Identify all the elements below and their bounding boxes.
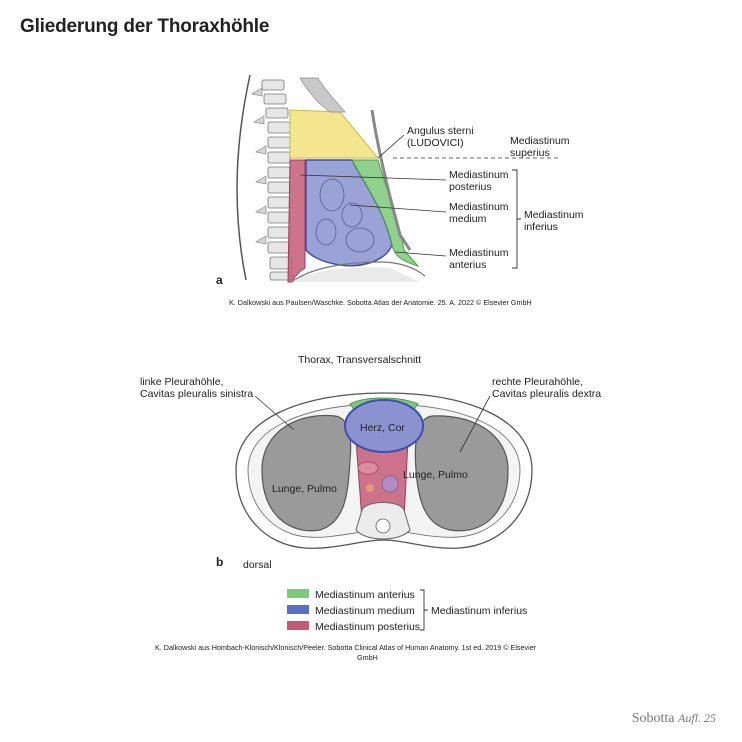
credit-b-line2: GmbH [357,653,378,662]
region-mediastinum-posterius [287,159,306,283]
sternum [370,109,412,251]
label-lung-right: Lunge, Pulmo [403,469,468,481]
label-medium-line2: medium [449,213,487,225]
panel-letter-a: a [216,273,223,287]
legend: Mediastinum anterius Mediastinum medium … [287,589,527,633]
page-title: Gliederung der Thoraxhöhle [20,16,270,37]
credit-b-line1: K. Dalkowski aus Hombach-Klonisch/Klonis… [155,643,537,652]
label-superius-line2: superius [510,147,550,159]
brand-edition: Aufl. 25 [678,711,716,725]
heart-detail [315,178,375,253]
label-right-pleura-line2: Cavitas pleuralis dextra [492,388,601,400]
label-medium-line1: Mediastinum [449,201,509,213]
label-left-pleura-line2: Cavitas pleuralis sinistra [140,388,253,400]
figure-b-transverse: Thorax, Transversalschnitt linke Pleurah… [140,354,601,662]
vertebral-column [261,79,293,281]
diaphragm [291,261,426,283]
label-posterius-line1: Mediastinum [449,169,509,181]
label-angulus-line2: (LUDOVICI) [407,137,464,149]
label-dorsal: dorsal [243,559,272,571]
label-superius-line1: Mediastinum [510,135,570,147]
label-inferius-line1: Mediastinum [524,209,584,221]
legend-bracket [420,589,428,631]
figure-a-sagittal: a Angulus sterni (LUDOVICI) Mediastinum … [216,74,584,307]
label-inferius-line2: inferius [524,221,558,233]
spinous-processes [251,87,267,245]
region-mediastinum-superius [289,109,380,159]
legend-label-posterius: Mediastinum posterius [315,621,420,633]
figure-b-title: Thorax, Transversalschnitt [298,354,421,366]
legend-label-anterius: Mediastinum anterius [315,589,415,601]
body-outline [236,74,251,281]
legend-swatch-posterius [287,621,309,630]
label-left-pleura-line1: linke Pleurahöhle, [140,376,223,388]
heart-b [344,399,424,453]
lung-right [414,415,509,532]
label-posterius-line2: posterius [449,181,492,193]
brand-name: Sobotta [631,711,675,726]
legend-label-medium: Mediastinum medium [315,605,415,617]
publisher-brand: Sobotta Aufl. 25 [632,711,716,727]
credit-a: K. Dalkowski aus Paulsen/Waschke. Sobott… [229,298,532,307]
inferius-bracket [512,169,521,269]
label-angulus-line1: Angulus sterni [407,125,474,137]
label-lung-left: Lunge, Pulmo [272,483,337,495]
legend-swatch-anterius [287,589,309,598]
panel-letter-b: b [216,555,223,569]
label-anterius-line2: anterius [449,259,486,271]
neck-structures [299,77,346,113]
legend-group-label: Mediastinum inferius [431,605,527,617]
legend-swatch-medium [287,605,309,614]
label-anterius-line1: Mediastinum [449,247,509,259]
lung-left [261,414,352,532]
label-right-pleura-line1: rechte Pleurahöhle, [492,376,583,388]
label-heart: Herz, Cor [360,422,405,434]
